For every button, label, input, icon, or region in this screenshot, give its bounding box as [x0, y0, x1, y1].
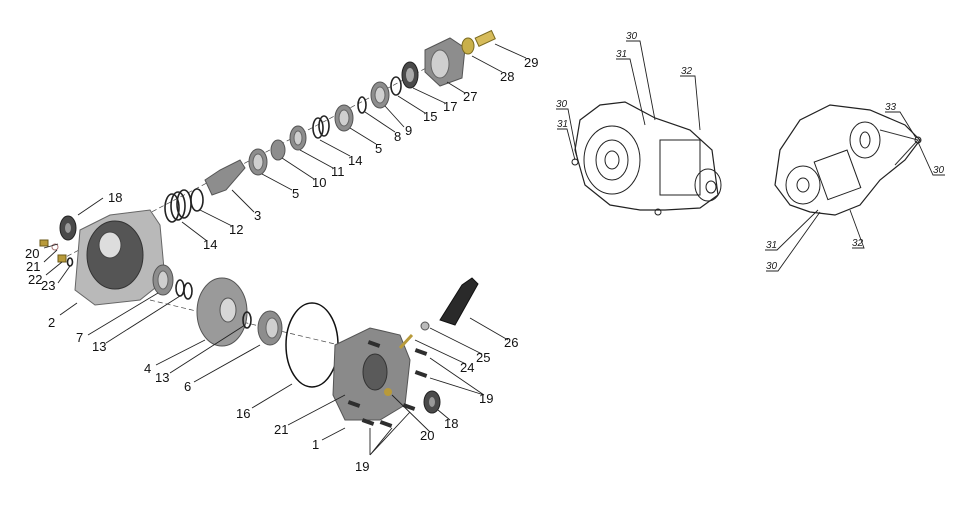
part-bearing [152, 264, 174, 296]
part-bolt [474, 29, 496, 47]
part-oring [66, 257, 74, 267]
part-bearing [257, 310, 283, 346]
callout-label: 30 [933, 165, 945, 176]
callout-label: 31 [616, 49, 627, 60]
part-plug [384, 388, 392, 396]
callout-label: 5 [375, 141, 382, 156]
callout-label: 19 [355, 459, 369, 474]
callout-label: 20 [25, 246, 39, 261]
part-plug [39, 239, 49, 247]
callout-label: 19 [479, 391, 493, 406]
part-shim [164, 193, 180, 223]
callout-label: 31 [766, 240, 777, 251]
callout-label: 8 [394, 129, 401, 144]
callout-label: 32 [681, 66, 693, 77]
part-housing [74, 209, 166, 306]
callout-label: 4 [144, 361, 151, 376]
callout-label: 16 [236, 406, 250, 421]
callout-label: 30 [626, 31, 638, 42]
part-pinion-gear [204, 159, 246, 196]
part-cover [332, 327, 411, 421]
callout-label: 20 [420, 428, 434, 443]
callout-label: 28 [500, 69, 514, 84]
part-oring [390, 76, 402, 96]
assembled-gearbox-rear [774, 104, 922, 216]
callout-label: 10 [312, 175, 326, 190]
callout-label: 1 [312, 437, 319, 452]
part-clamp [420, 321, 430, 331]
callout-label: 18 [444, 416, 458, 431]
part-seal [423, 390, 441, 414]
callout-label: 21 [26, 259, 40, 274]
part-shim [175, 279, 185, 297]
callout-label: 23 [41, 278, 55, 293]
callout-label: 11 [331, 164, 345, 179]
leader-lines [43, 43, 527, 456]
axis-line [59, 44, 471, 261]
part-flange [424, 37, 466, 87]
callout-label: 13 [92, 339, 106, 354]
part-bolts [347, 340, 428, 428]
part-spacer [270, 139, 286, 161]
callout-label: 2 [48, 315, 55, 330]
part-plug [57, 254, 67, 263]
part-nut [461, 37, 475, 55]
callout-label: 3 [254, 208, 261, 223]
callout-label: 5 [292, 186, 299, 201]
part-bearing [248, 148, 268, 176]
part-seal [401, 61, 419, 89]
callout-label: 24 [460, 360, 474, 375]
assembled-gearbox-front [571, 101, 722, 216]
part-bearing [289, 125, 307, 151]
part-shim [176, 189, 192, 219]
callout-label: 18 [108, 190, 122, 205]
part-ring [318, 115, 330, 137]
callout-label: 6 [184, 379, 191, 394]
part-seal [59, 215, 77, 241]
callout-label: 14 [203, 237, 217, 252]
callout-label: 29 [524, 55, 538, 70]
part-breather [398, 333, 414, 350]
part-bearing [334, 104, 354, 132]
exploded-labels: 29 28 27 17 15 9 8 5 14 11 10 5 3 12 14 … [25, 55, 538, 474]
callout-label: 15 [423, 109, 437, 124]
assembled-labels: 30 31 32 30 31 33 30 31 30 32 [556, 31, 945, 272]
callout-label: 30 [556, 99, 568, 110]
callout-label: 27 [463, 89, 477, 104]
part-ring [312, 117, 324, 139]
axis-line [149, 299, 361, 351]
callout-label: 33 [885, 102, 897, 113]
callout-label: 26 [504, 335, 518, 350]
callout-label: 7 [76, 330, 83, 345]
part-shim [170, 191, 186, 221]
part-ring-gear [196, 277, 248, 347]
callout-label: 9 [405, 123, 412, 138]
callout-label: 21 [274, 422, 288, 437]
part-ring [357, 96, 367, 114]
callout-label: 32 [852, 238, 864, 249]
part-large-oring [285, 302, 339, 388]
part-shim [183, 282, 193, 300]
callout-label: 22 [28, 272, 42, 287]
part-washer [51, 243, 59, 251]
callout-label: 25 [476, 350, 490, 365]
part-boot [439, 277, 479, 326]
callout-label: 31 [557, 119, 568, 130]
callout-label: 17 [443, 99, 457, 114]
part-bearing [370, 81, 390, 109]
callout-label: 30 [766, 261, 778, 272]
callout-label: 12 [229, 222, 243, 237]
part-oring [190, 188, 204, 212]
part-shim [242, 311, 252, 329]
callout-label: 13 [155, 370, 169, 385]
assembled-leader-lines [556, 40, 945, 272]
callout-label: 14 [348, 153, 362, 168]
